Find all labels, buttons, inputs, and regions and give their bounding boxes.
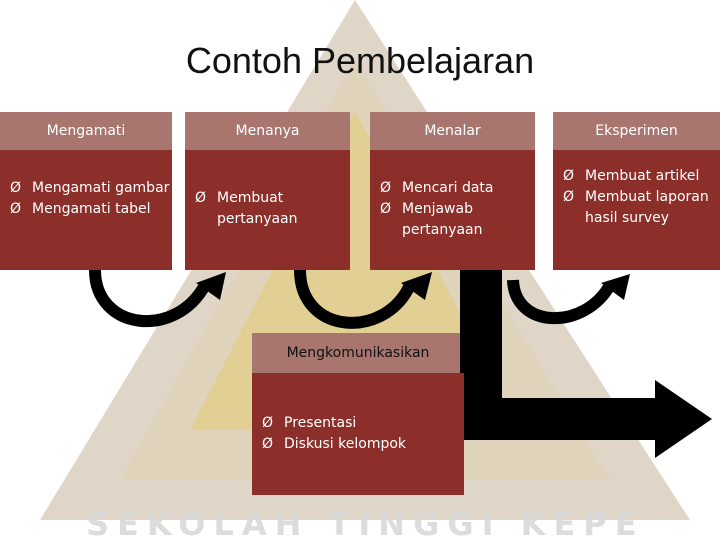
curved-arrow-1: [89, 269, 211, 328]
header-menalar: Menalar: [424, 123, 481, 139]
curved-arrow-3: [507, 279, 616, 325]
header-bar-mengamati: [0, 112, 172, 150]
page-title: Contoh Pembelajaran: [185, 40, 535, 81]
header-mengamati: Mengamati: [46, 123, 126, 139]
header-bar-eksperimen: [553, 112, 720, 150]
header-eksperimen: Eksperimen: [595, 123, 678, 139]
curved-arrow-2: [294, 269, 416, 329]
watermark-text: SEKOLAH TINGGI KEPENDUDUKAN: [86, 505, 646, 543]
header-mengkomunikasikan: Mengkomunikasikan: [286, 345, 430, 361]
header-menanya: Menanya: [235, 123, 300, 139]
header-bar-menanya: [185, 112, 350, 150]
header-bar-mengkomunikasikan: [252, 333, 464, 373]
l-arrow-head: [655, 380, 712, 458]
l-arrow-bar: [460, 398, 660, 440]
header-bar-menalar: [370, 112, 535, 150]
